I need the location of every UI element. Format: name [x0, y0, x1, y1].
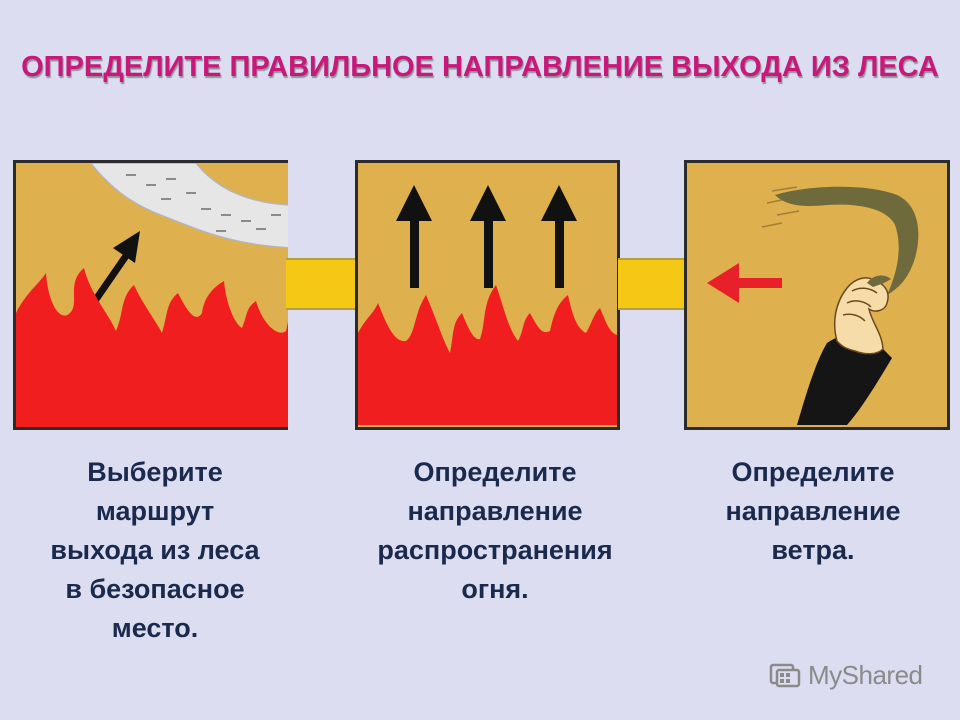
- connector-bar: [618, 258, 686, 310]
- hand-shape: [834, 277, 889, 355]
- up-arrows-icon: [396, 185, 577, 288]
- flames-shape: [358, 285, 617, 425]
- river-shape: [90, 163, 288, 249]
- wind-caption: Определите направление ветра.: [725, 457, 901, 565]
- watermark-text: MyShared: [808, 659, 923, 690]
- fire-illustration: [358, 185, 617, 425]
- flames-shape: [16, 268, 288, 427]
- fire-caption: Определите направление распространения о…: [377, 457, 613, 604]
- fire-panel: [355, 160, 620, 430]
- wind-panel: [684, 160, 950, 430]
- finger-line: [846, 300, 872, 308]
- connector-bar: [286, 258, 357, 310]
- streamer-shape: [775, 186, 919, 295]
- wind-arrow-icon: [707, 263, 782, 303]
- myshared-logo-icon: [769, 663, 801, 688]
- finger-line: [851, 287, 878, 294]
- river-waves: [126, 174, 281, 232]
- watermark: MyShared: [768, 655, 923, 695]
- streamer-end: [867, 275, 891, 287]
- slide-title: ОПРЕДЕЛИТЕ ПРАВИЛЬНОЕ НАПРАВЛЕНИЕ ВЫХОДА…: [21, 51, 939, 83]
- route-panel: [13, 160, 288, 430]
- route-illustration: [16, 163, 288, 427]
- route-caption: Выберите маршрут выхода из леса в безопа…: [50, 457, 260, 643]
- wind-illustration: [707, 186, 919, 425]
- finger-line: [842, 313, 866, 322]
- sleeve-shape: [797, 333, 892, 425]
